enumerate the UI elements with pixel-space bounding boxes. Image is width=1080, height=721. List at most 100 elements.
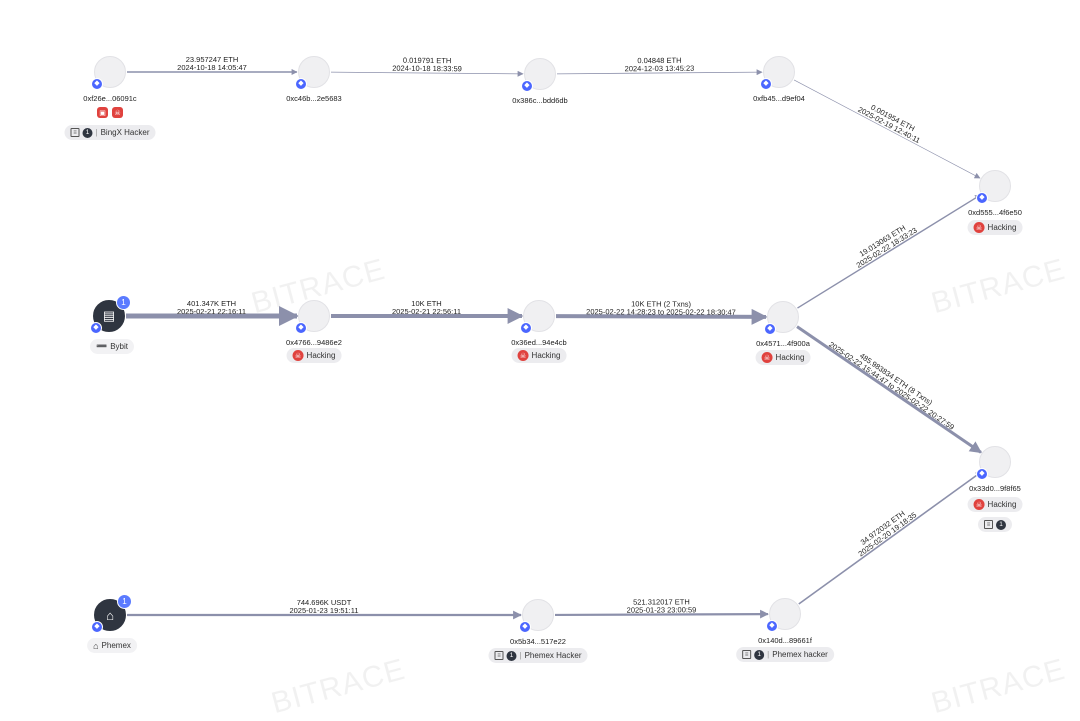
bybit-logo-icon: ➖ xyxy=(95,341,108,351)
tag-label: Phemex hacker xyxy=(772,650,828,659)
transfer-edge[interactable] xyxy=(798,471,982,605)
ethereum-icon: ◆ xyxy=(520,322,532,334)
exchange-node[interactable]: ▤ ◆ 1 xyxy=(90,295,131,334)
ethereum-icon: ◆ xyxy=(764,323,776,335)
address-node[interactable]: ◆ xyxy=(520,300,555,334)
bank-icon: ⌂ xyxy=(106,607,114,623)
ethereum-icon: ◆ xyxy=(766,620,778,632)
hacking-tag[interactable]: ☠ Hacking xyxy=(967,220,1023,235)
edge-label: 485.983834 ETH (8 Txns)2025-02-22 15:44:… xyxy=(827,340,956,432)
address-node[interactable]: ◆ xyxy=(519,599,554,633)
address-node[interactable]: ◆ xyxy=(976,446,1011,480)
node-address: 0x4571...4f900a xyxy=(756,339,810,348)
ethereum-icon: ◆ xyxy=(760,78,772,90)
count-badge: 1 xyxy=(82,127,93,138)
tag-label: Hacking xyxy=(775,353,805,362)
count-badge: 1 xyxy=(754,649,765,660)
edge-time: 2025-02-22 14:28:23 to 2025-02-22 18:30:… xyxy=(586,307,736,317)
edge-label: 10K ETH (2 Txns)2025-02-22 14:28:23 to 2… xyxy=(586,299,736,317)
entity-tag[interactable]: ≡ 1 | Phemex hacker xyxy=(736,647,834,662)
transfer-edge[interactable] xyxy=(796,325,982,454)
node-address: 0xc46b...2e5683 xyxy=(286,94,342,103)
edge-time: 2024-12-03 13:45:23 xyxy=(625,64,695,74)
entity-label[interactable]: ⌂ Phemex xyxy=(87,638,137,653)
tag-label: Hacking xyxy=(531,351,561,360)
document-icon: ≡ xyxy=(494,651,504,660)
tag-label: Hacking xyxy=(987,500,1017,509)
node-address: 0x5b34...517e22 xyxy=(510,637,566,646)
hacking-tag[interactable]: ☠ Hacking xyxy=(755,350,811,365)
transfer-edge[interactable] xyxy=(793,79,981,179)
address-node[interactable]: ◆ xyxy=(521,58,556,92)
document-icon: ≡ xyxy=(984,520,993,529)
entity-name: Phemex xyxy=(101,641,131,650)
edge-amount: 10K ETH xyxy=(411,299,441,308)
node-address: 0x36ed...94e4cb xyxy=(511,338,567,347)
address-node[interactable]: ◆ xyxy=(766,598,801,632)
hacker-icon: ☠ xyxy=(973,499,985,510)
count-badge: 1 xyxy=(117,594,132,609)
edge-time: 2025-01-23 23:00:59 xyxy=(627,605,697,614)
ethereum-icon: ◆ xyxy=(91,621,103,633)
address-node[interactable]: ◆ xyxy=(976,170,1011,204)
count-badge: 1 xyxy=(996,519,1006,530)
transfer-edge[interactable] xyxy=(330,70,524,77)
ethereum-icon: ◆ xyxy=(91,78,103,90)
edge-amount: 0.04848 ETH xyxy=(637,56,681,65)
address-node[interactable]: ◆ xyxy=(760,56,795,90)
ethereum-icon: ◆ xyxy=(90,322,102,334)
edge-amount: 23.957247 ETH xyxy=(186,55,239,64)
ethereum-icon: ◆ xyxy=(976,468,988,480)
address-node[interactable]: ◆ xyxy=(295,300,330,334)
document-icon: ≡ xyxy=(742,650,752,659)
document-tag[interactable]: ≡ 1 xyxy=(978,517,1012,532)
entity-name: Bybit xyxy=(110,342,129,351)
entity-label[interactable]: ➖ Bybit xyxy=(89,339,135,354)
address-node[interactable]: ◆ xyxy=(91,56,126,90)
address-node[interactable]: ◆ xyxy=(295,56,330,90)
tag-label: BingX Hacker xyxy=(100,128,150,137)
transfer-edge[interactable] xyxy=(556,69,763,76)
count-badge: 1 xyxy=(506,650,517,661)
transfer-edge[interactable] xyxy=(555,308,768,325)
transfer-edge[interactable] xyxy=(797,194,982,309)
address-node[interactable]: ◆ xyxy=(764,301,799,335)
ethereum-icon: ◆ xyxy=(976,192,988,204)
hacking-tag[interactable]: ☠ Hacking xyxy=(286,348,342,363)
edge-amount: 10K ETH (2 Txns) xyxy=(631,299,691,308)
hacking-tag[interactable]: ☠ Hacking xyxy=(511,348,567,363)
exchange-icon: ▤ xyxy=(102,308,116,323)
hacker-icon: ☠ xyxy=(973,222,985,233)
tag-label: Phemex Hacker xyxy=(524,651,582,660)
edge-time: 2025-02-21 22:16:11 xyxy=(177,307,246,316)
node-address: 0x4766...9486e2 xyxy=(286,338,342,347)
ethereum-icon: ◆ xyxy=(519,621,531,633)
ethereum-icon: ◆ xyxy=(295,78,307,90)
ethereum-icon: ◆ xyxy=(521,80,533,92)
entity-tag[interactable]: ≡ 1 | Phemex Hacker xyxy=(488,648,588,663)
transfer-edge[interactable] xyxy=(554,609,769,619)
node-address: 0x386c...bdd6db xyxy=(512,96,568,105)
hacking-tag[interactable]: ☠ Hacking xyxy=(967,497,1023,512)
edge-amount: 401.347K ETH xyxy=(187,299,236,308)
count-badge: 1 xyxy=(116,295,131,310)
exchange-node[interactable]: ⌂ ◆ 1 xyxy=(91,594,132,633)
edge-time: 2025-01-23 19:51:11 xyxy=(289,606,358,615)
hacker-icon: ☠ xyxy=(517,350,529,361)
node-address: 0xf26e...06091c xyxy=(83,94,137,103)
node-address: 0xd555...4f6e50 xyxy=(968,208,1022,217)
document-icon: ≡ xyxy=(70,128,80,137)
hacker-icon: ☠ xyxy=(112,107,123,118)
edge-amount: 485.983834 ETH (8 Txns) xyxy=(858,351,935,407)
entity-tag[interactable]: ≡ 1 | BingX Hacker xyxy=(64,125,156,140)
hacker-icon: ☠ xyxy=(761,352,773,363)
edge-amount: 521.312017 ETH xyxy=(633,597,690,606)
